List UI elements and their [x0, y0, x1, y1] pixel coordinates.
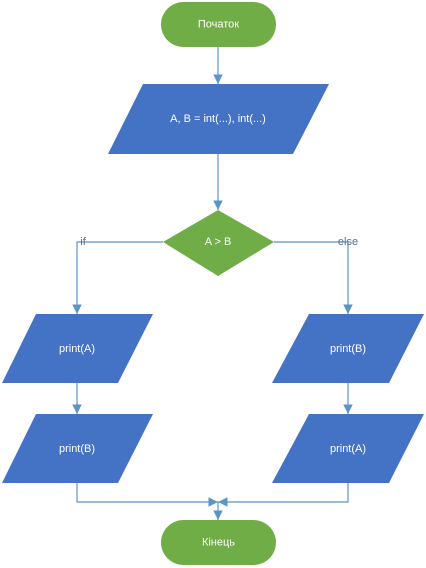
end-terminal-shape — [161, 520, 276, 565]
input-node-label: A, B = int(...), int(...) — [170, 113, 266, 125]
else-print-a-label: print(A) — [330, 443, 366, 455]
if-print-a-shape — [2, 314, 153, 383]
edge-decision-if — [72, 241, 163, 314]
start-terminal-shape — [161, 2, 276, 47]
else-print-b-shape — [272, 314, 424, 383]
start-terminal[interactable]: Початок — [161, 2, 276, 47]
if-print-a-node[interactable]: print(A) — [2, 314, 153, 383]
else-print-b-node[interactable]: print(B) — [272, 314, 424, 383]
else-print-b-label: print(B) — [330, 343, 366, 355]
if-print-b-node[interactable]: print(B) — [2, 414, 153, 483]
if-print-a-label: print(A) — [59, 343, 95, 355]
edge-decision-else — [274, 241, 353, 314]
input-node[interactable]: A, B = int(...), int(...) — [108, 84, 329, 154]
if-print-b-label: print(B) — [59, 443, 95, 455]
if-edge-label: if — [80, 236, 86, 248]
else-print-a-node[interactable]: print(A) — [272, 414, 424, 483]
else-print-a-shape — [272, 414, 424, 483]
decision-node-shape — [163, 210, 274, 276]
if-print-b-shape — [2, 414, 153, 483]
edge-else-branch-to-merge — [218, 483, 349, 507]
else-edge-label: else — [338, 236, 358, 248]
input-node-shape — [108, 84, 329, 154]
decision-node[interactable]: A > B — [163, 210, 274, 276]
end-terminal[interactable]: Кінець — [161, 520, 276, 565]
start-terminal-label: Початок — [198, 18, 239, 30]
decision-node-label: A > B — [205, 236, 232, 248]
end-terminal-label: Кінець — [202, 536, 235, 548]
edge-if-branch-to-merge — [76, 483, 218, 507]
